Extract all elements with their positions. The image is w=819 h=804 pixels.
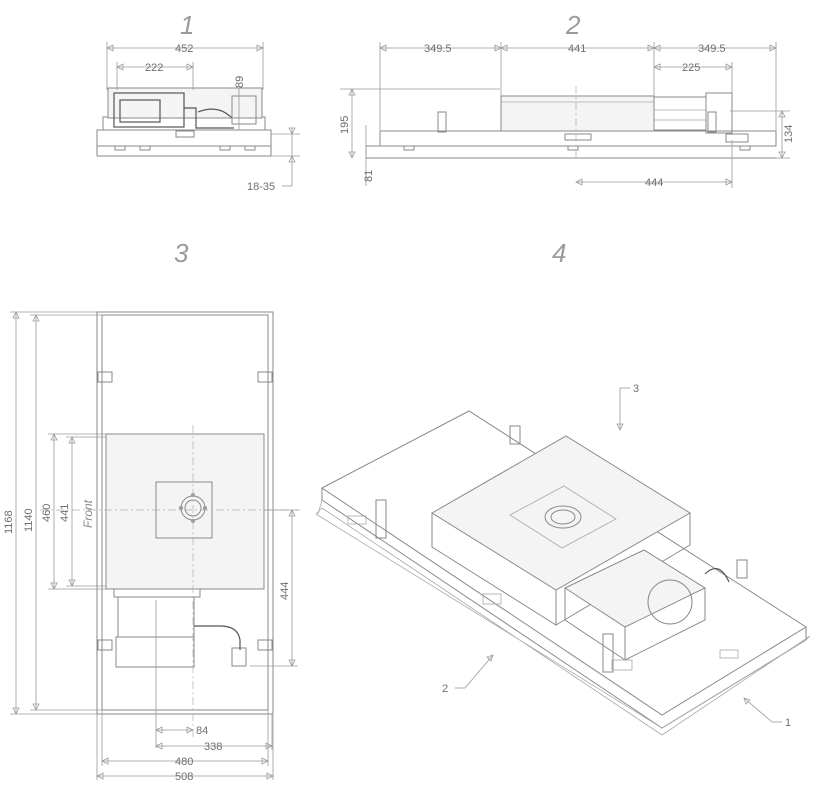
dim-1140: 1140 bbox=[23, 508, 35, 532]
callout-1: 1 bbox=[785, 717, 791, 729]
dim-349-5-left: 349.5 bbox=[424, 43, 452, 55]
dim-134: 134 bbox=[783, 125, 795, 143]
dim-225: 225 bbox=[682, 62, 700, 74]
view-1-front-elevation: 452 222 89 18-35 bbox=[96, 42, 300, 193]
front-label: Front bbox=[81, 499, 95, 528]
dim-89: 89 bbox=[234, 76, 246, 88]
dim-84: 84 bbox=[196, 725, 208, 737]
dim-444-side: 444 bbox=[645, 177, 663, 189]
dim-18-35: 18-35 bbox=[247, 181, 275, 193]
callout-2: 2 bbox=[442, 683, 448, 695]
dim-460: 460 bbox=[41, 504, 53, 522]
view-2-side-elevation: 349.5 441 349.5 225 195 81 134 444 bbox=[339, 42, 795, 189]
view-number-2: 2 bbox=[565, 10, 581, 40]
dim-195: 195 bbox=[339, 116, 351, 134]
view-4-isometric: 3 2 1 bbox=[315, 383, 811, 736]
view-number-4: 4 bbox=[552, 238, 566, 268]
dim-338: 338 bbox=[204, 741, 222, 753]
dim-480: 480 bbox=[175, 756, 193, 768]
callout-3: 3 bbox=[633, 383, 639, 395]
dim-1168: 1168 bbox=[3, 510, 15, 534]
dim-441: 441 bbox=[568, 43, 586, 55]
view-number-3: 3 bbox=[174, 238, 189, 268]
dim-349-5-right: 349.5 bbox=[698, 43, 726, 55]
view-number-1: 1 bbox=[180, 10, 194, 40]
dim-441-plan: 441 bbox=[59, 504, 71, 522]
view-3-plan: Front 1168 1140 460 441 444 84 bbox=[3, 311, 300, 783]
dim-81: 81 bbox=[363, 170, 375, 182]
dim-508: 508 bbox=[175, 771, 193, 783]
dim-222: 222 bbox=[145, 62, 163, 74]
dim-452: 452 bbox=[175, 43, 193, 55]
dim-444-plan: 444 bbox=[279, 582, 291, 600]
